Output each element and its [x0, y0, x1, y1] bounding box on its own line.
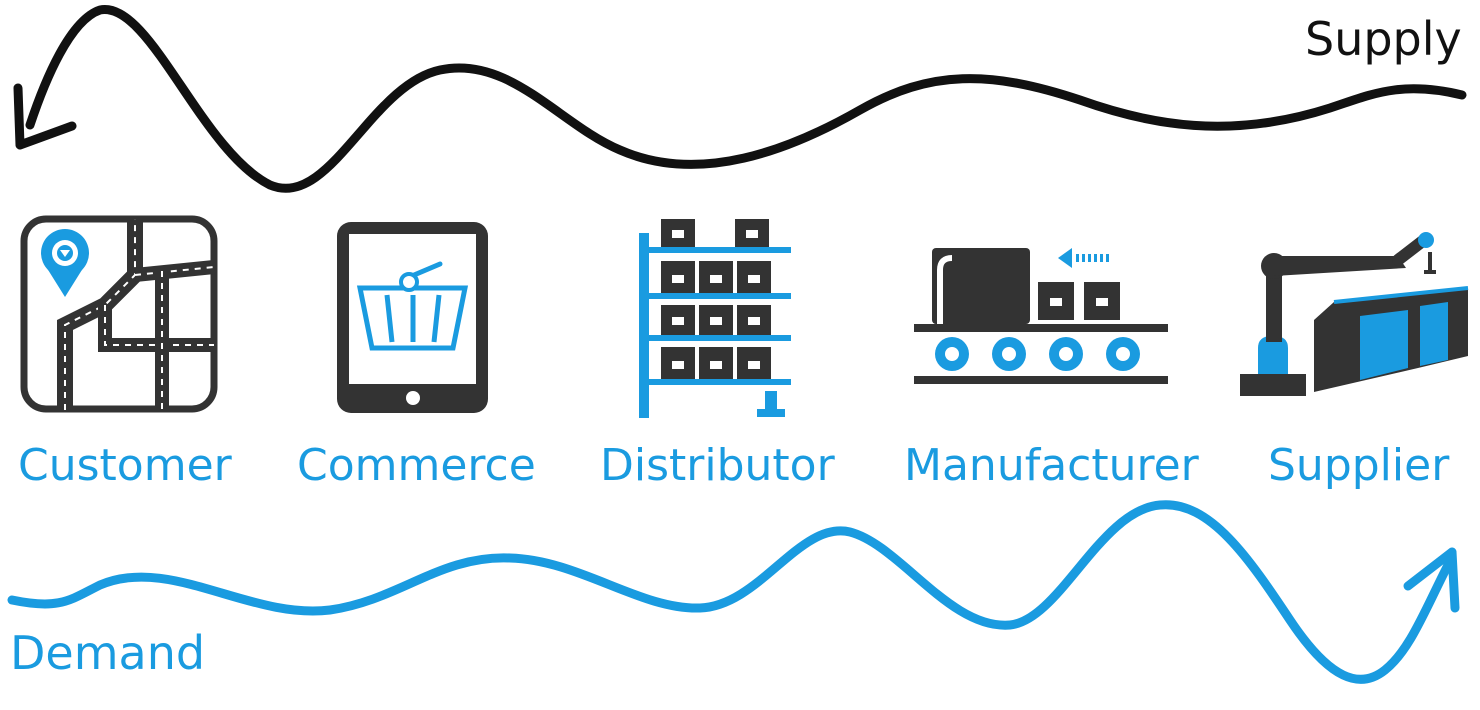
stage-label-manufacturer: Manufacturer: [904, 440, 1199, 491]
stage-label-distributor: Distributor: [600, 440, 835, 491]
stage-label-customer: Customer: [18, 440, 232, 491]
supply-label: Supply: [1305, 12, 1462, 66]
demand-label: Demand: [10, 626, 206, 680]
stage-label-commerce: Commerce: [297, 440, 536, 491]
conveyor-belt-icon: [914, 248, 1168, 384]
tablet-basket-icon: [337, 222, 488, 413]
map-pin-icon: [20, 215, 218, 413]
robot-arm-icon: [1240, 232, 1469, 396]
warehouse-shelves-icon: [639, 219, 791, 418]
stage-label-supplier: Supplier: [1268, 440, 1450, 491]
